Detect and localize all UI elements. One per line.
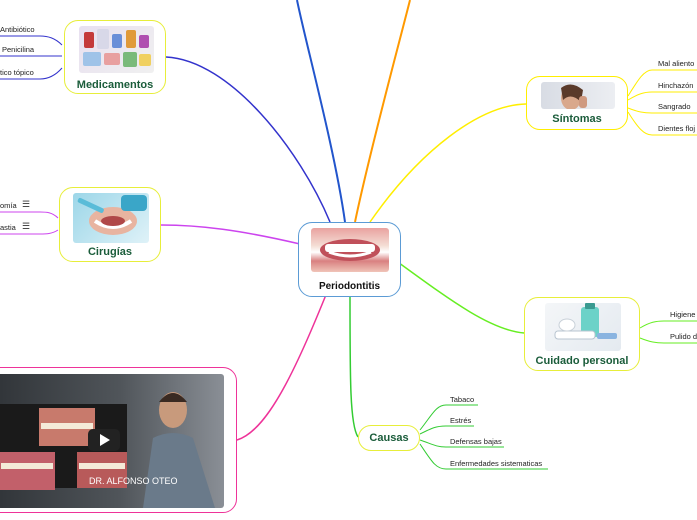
- oral-hygiene-image: [545, 303, 621, 351]
- sintomas-leaf-hinchazon[interactable]: Hinchazón: [658, 81, 694, 90]
- medicamentos-title: Medicamentos: [76, 79, 154, 91]
- causas-leaf-estres[interactable]: Estrés: [450, 416, 472, 425]
- cuidado-personal-title: Cuidado personal: [535, 355, 629, 367]
- cirugias-leaf-astia-menu-icon[interactable]: ☰: [22, 221, 31, 231]
- sintomas-node[interactable]: Síntomas: [526, 76, 628, 130]
- smile-image: [311, 228, 389, 272]
- medicamentos-leaf-penicilina[interactable]: Penicilina: [2, 45, 35, 54]
- sintomas-leaf-sangrado[interactable]: Sangrado: [658, 102, 691, 111]
- cirugias-leaf-astia[interactable]: astia: [0, 223, 16, 232]
- causas-leaf-defensas-bajas[interactable]: Defensas bajas: [450, 437, 502, 446]
- video-node[interactable]: DR. ALFONSO OTEO: [0, 367, 237, 513]
- cuidado-leaf-pulido[interactable]: Pulido d: [670, 332, 697, 341]
- central-topic-node[interactable]: Periodontitis: [298, 222, 401, 297]
- sintomas-leaf-mal-aliento[interactable]: Mal aliento: [658, 59, 695, 68]
- causas-leaf-tabaco[interactable]: Tabaco: [450, 395, 475, 404]
- sintomas-title: Síntomas: [552, 113, 602, 125]
- medicamentos-leaf-antibiotico[interactable]: Antibiótico: [0, 25, 35, 34]
- video-caption: DR. ALFONSO OTEO: [89, 476, 178, 486]
- central-topic-title: Periodontitis: [318, 281, 381, 292]
- dental-surgery-image: [73, 193, 149, 243]
- causas-node[interactable]: Causas: [358, 425, 420, 451]
- medicines-image: [79, 26, 154, 73]
- cirugias-leaf-omia-menu-icon[interactable]: ☰: [22, 199, 31, 209]
- cuidado-personal-node[interactable]: Cuidado personal: [524, 297, 640, 371]
- play-icon[interactable]: [88, 429, 120, 451]
- medicamentos-node[interactable]: Medicamentos: [64, 20, 166, 94]
- cirugias-node[interactable]: Cirugías: [59, 187, 161, 262]
- causas-title: Causas: [369, 432, 409, 444]
- cuidado-leaf-higiene[interactable]: Higiene: [670, 310, 696, 319]
- cirugias-leaf-omia[interactable]: omía: [0, 201, 17, 210]
- sintomas-leaf-dientes-flojos[interactable]: Dientes floj: [658, 124, 696, 133]
- causas-leaf-enfermedades[interactable]: Enfermedades sistematicas: [450, 459, 543, 468]
- medicamentos-leaf-topico[interactable]: tico tópico: [0, 68, 34, 77]
- cirugias-title: Cirugías: [87, 246, 132, 258]
- toothache-image: [541, 82, 615, 109]
